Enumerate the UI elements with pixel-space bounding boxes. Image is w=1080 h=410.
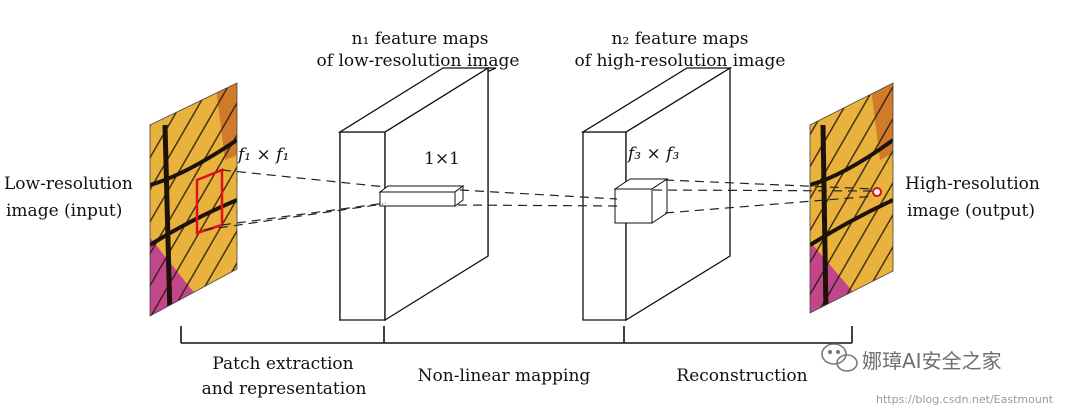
stage2-label: Non-linear mapping (418, 366, 591, 386)
output-label-line1: High-resolution (905, 174, 1040, 194)
filter-mid-label: 1×1 (424, 149, 460, 169)
filter1-label: f₁ × f₁ (236, 145, 289, 165)
n2-label-line2: of high-resolution image (575, 51, 786, 71)
n1-label-line2: of low-resolution image (317, 51, 520, 71)
conv-f3-cube (613, 178, 669, 224)
stage1-label-line2: and representation (202, 379, 367, 399)
wechat-watermark: 娜璋AI安全之家 https://blog.csdn.net/Eastmount (821, 343, 1054, 406)
stage1-label-line1: Patch extraction (212, 354, 353, 374)
input-label-line2: image (input) (6, 201, 122, 221)
input-image (149, 82, 238, 317)
input-label-line1: Low-resolution (4, 174, 133, 194)
output-image (809, 82, 894, 314)
stage3-label: Reconstruction (676, 366, 807, 386)
stage-bracket (180, 326, 853, 344)
watermark-channel: 娜璋AI安全之家 (862, 349, 1002, 373)
conv-1x1-slice (378, 185, 465, 207)
n2-label-line1: n₂ feature maps (612, 29, 749, 49)
projection-lines (203, 169, 876, 231)
filter3-label: f₃ × f₃ (626, 144, 679, 164)
wechat-icon (821, 343, 858, 372)
n1-label-line1: n₁ feature maps (352, 29, 489, 49)
output-label-line2: image (output) (907, 201, 1035, 221)
watermark-url: https://blog.csdn.net/Eastmount (876, 393, 1054, 406)
output-pixel-highlight (872, 187, 882, 197)
feature-block-n2 (580, 66, 733, 322)
